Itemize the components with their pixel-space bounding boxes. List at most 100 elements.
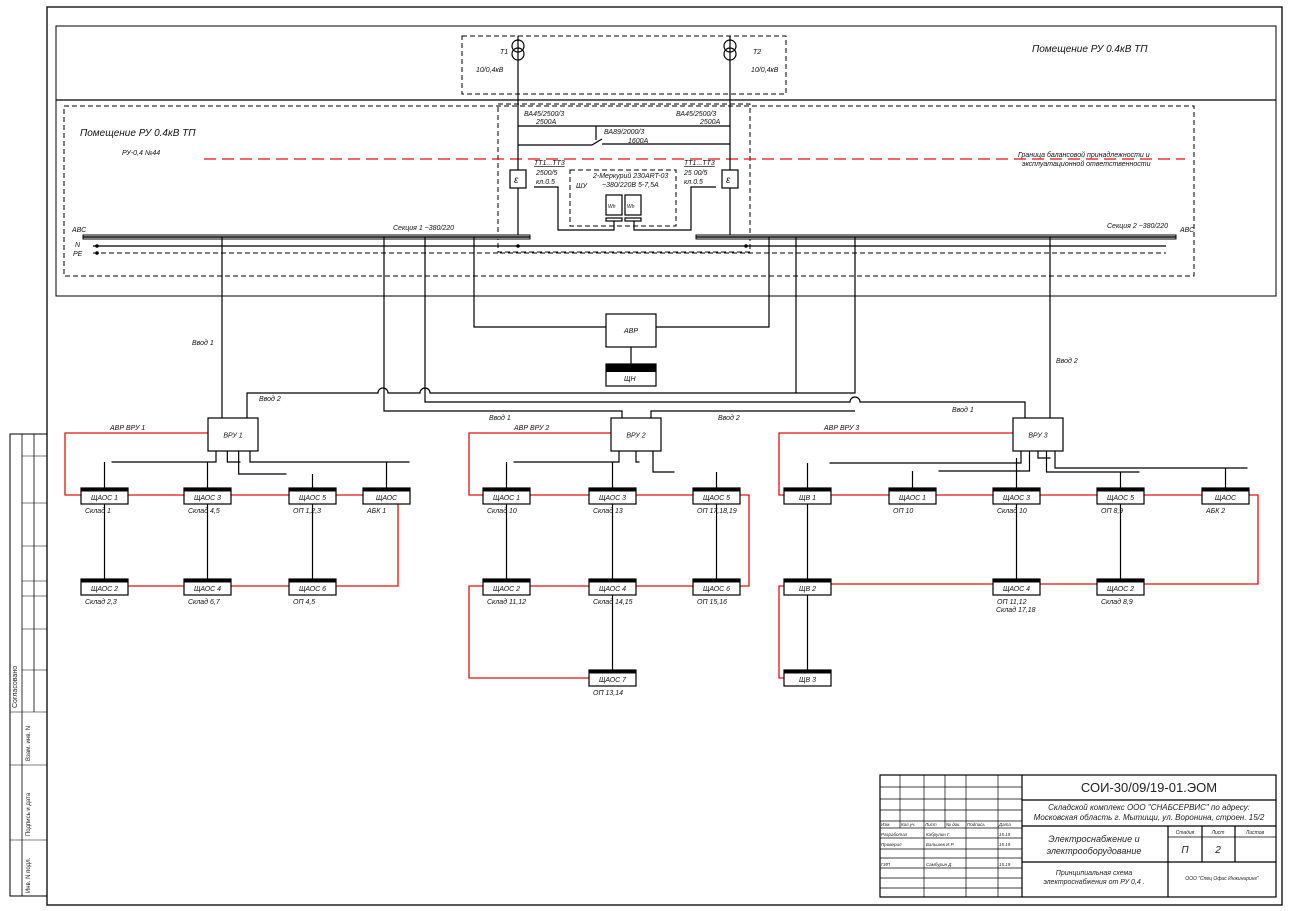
title-block <box>879 774 1277 898</box>
panel-name: ЩАОС 5 <box>703 495 730 502</box>
panel-sublabel: Склад 10 <box>997 507 1027 515</box>
svg-text:АВС: АВС <box>1179 227 1195 234</box>
panel[interactable]: ЩАОС 6ОП 15,16 <box>692 578 741 606</box>
panel-sublabel: Склад 1 <box>85 507 111 515</box>
company-name: ООО "Спец Офис Инжиниринг" <box>1185 876 1259 882</box>
panel[interactable]: ЩВ 3 <box>783 669 832 687</box>
svg-text:Т2: Т2 <box>753 49 761 56</box>
vvod1-label-vru2: Ввод 1 <box>489 414 511 422</box>
panel[interactable]: ЩВ 2 <box>783 578 832 596</box>
sheet-label: Лист <box>1211 830 1225 836</box>
avr-ring-line <box>468 432 750 679</box>
meter-1-icon <box>605 194 623 216</box>
svg-text:10/0,4кВ: 10/0,4кВ <box>751 67 779 74</box>
svg-text:Wh: Wh <box>627 204 635 210</box>
panel-sublabel: Склад 8,9 <box>1101 598 1133 606</box>
section-title-1: Электроснабжение и <box>1048 834 1139 844</box>
panel[interactable]: ЩАОС 5ОП 1,2,3 <box>288 487 337 515</box>
panel[interactable]: ЩАОС 4 Склад 6,7 <box>183 578 232 606</box>
panel[interactable]: ЩАОС 5ОП 8,9 <box>1096 487 1145 515</box>
panel-sublabel: ОП 4,5 <box>293 599 315 606</box>
breaker-sectional-model: ВА89/2000/3 <box>604 129 644 136</box>
drawing-code: СОИ-30/09/19-01.ЭОМ <box>1081 780 1217 795</box>
panel[interactable]: ЩАОС 5 ОП 17,18,19 <box>692 487 741 515</box>
vvod2-label-vru2: Ввод 2 <box>718 414 740 422</box>
panel-sublabel: ОП 10 <box>893 508 913 515</box>
feed-line <box>226 451 241 463</box>
panel-name: ЩАОС 2 <box>493 586 520 593</box>
panel[interactable]: ЩВ 1 <box>783 487 832 505</box>
panel[interactable]: ЩАОС 7 ОП 13,14 <box>588 669 637 697</box>
vru-label: ВРУ 3 <box>1028 433 1047 440</box>
panel-sublabel-2: Склад 17,18 <box>996 606 1036 614</box>
ct-right-class: кл.0.5 <box>684 179 703 186</box>
stamp-col-header: Изм. <box>881 822 891 827</box>
panel-sublabel: АБК 2 <box>1205 508 1225 515</box>
panel[interactable]: ЩАОС 1 ОП 10 <box>888 487 937 515</box>
feed-line <box>1045 451 1140 473</box>
stamp-row-cell: Разработал <box>881 832 908 837</box>
room-inner-label: Помещение РУ 0.4кВ ТП <box>80 128 196 139</box>
avr-vru-label: АВР ВРУ 2 <box>513 425 549 432</box>
side-inv-orig: Инв. N подл. <box>26 857 32 893</box>
panel[interactable]: ЩАОС 6ОП 4,5 <box>288 578 337 606</box>
busbar-section-2 <box>500 234 1177 254</box>
bus-n-label: N <box>75 242 81 249</box>
panel-name: ЩАОС 1 <box>899 495 926 502</box>
drawing-title-1: Принципиальная схема <box>1056 870 1133 877</box>
stamp-row-cell: Проверил <box>881 842 902 847</box>
ct-right-ratio: 25 00/5 <box>683 170 707 177</box>
feed-line <box>249 451 410 463</box>
stamp-row-cell: 15.19 <box>999 862 1011 867</box>
breaker-left-model: ВА45/2500/3 <box>524 111 564 118</box>
panel-sublabel: Склад 6,7 <box>188 598 221 606</box>
breaker-left-current: 2500А <box>535 119 557 126</box>
stamp-row-cell: 15.19 <box>999 832 1011 837</box>
panel-sublabel: ОП 17,18,19 <box>697 508 737 515</box>
meter-2-icon <box>624 194 642 216</box>
vru-label: ВРУ 2 <box>626 433 645 440</box>
sheet-value: 2 <box>1214 845 1221 856</box>
bus-abc-label: АВС <box>71 227 87 234</box>
ru-room-frame <box>63 105 1195 277</box>
feed-line <box>1054 451 1248 469</box>
panel-name: ЩАОС 1 <box>493 495 520 502</box>
panel-name: ЩАОС 4 <box>194 586 221 593</box>
panel-sublabel: ОП 13,14 <box>593 690 623 697</box>
ct-left-class: кл.0.5 <box>536 179 555 186</box>
panel-name: ЩВ 2 <box>799 586 816 593</box>
boundary-label-1: Граница балансовой принадлежности и <box>1018 151 1150 159</box>
svg-text:10/0,4кВ: 10/0,4кВ <box>476 67 504 74</box>
panel-name: ЩАОС 7 <box>599 677 627 684</box>
sheets-label: Листов <box>1245 830 1265 836</box>
svg-text:ɛ: ɛ <box>726 175 731 186</box>
transformer-t2: Т2 10/0,4кВ <box>723 36 779 238</box>
panel-name: ЩАОС <box>1215 495 1237 502</box>
feed-line <box>829 451 1022 464</box>
ct-right-icon <box>721 169 739 189</box>
metering-cabinet-label: ШУ <box>576 183 588 190</box>
panel-sublabel: Склад 14,15 <box>593 598 633 606</box>
svg-text:ɛ: ɛ <box>514 175 519 186</box>
section-title-2: электрооборудование <box>1047 846 1142 856</box>
panel-name: ЩАОС 3 <box>599 495 626 502</box>
ct-left-ratio: 2500/5 <box>535 170 558 177</box>
panel[interactable]: ЩАОС АБК 2 <box>1201 487 1250 515</box>
vvod1-label-vru1: Ввод 1 <box>192 339 214 347</box>
panel-sublabel: ОП 11,12 <box>997 599 1027 606</box>
breaker-right-current: 2500А <box>699 119 721 126</box>
boundary-label-2: эксплуатационной ответственности <box>1022 160 1151 168</box>
